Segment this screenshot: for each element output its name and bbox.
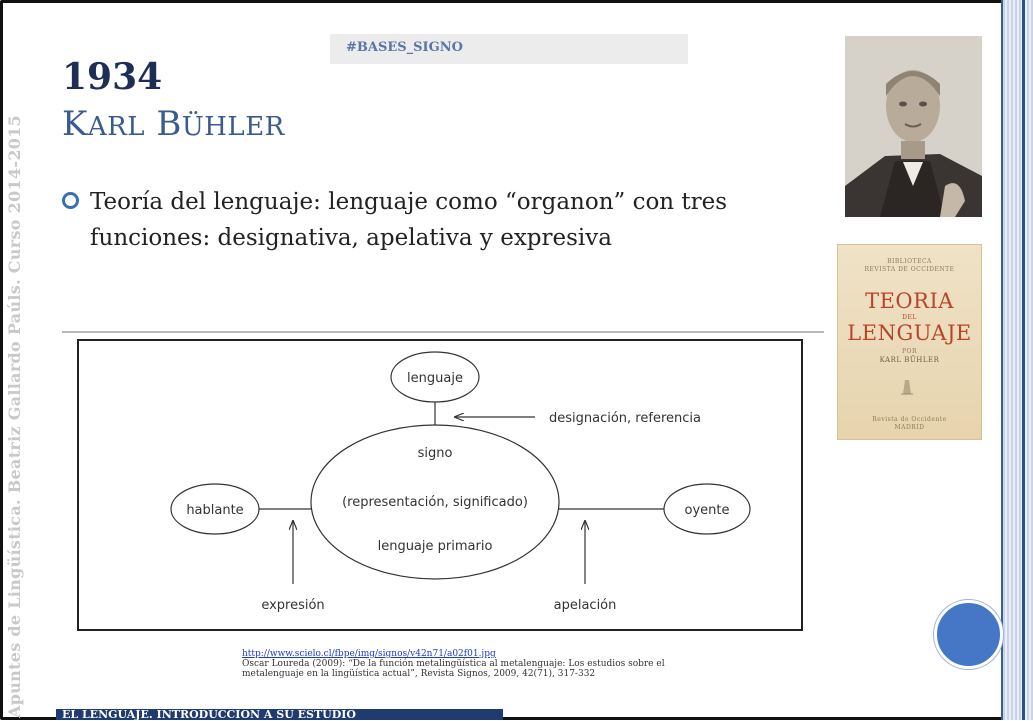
signo-node (310, 424, 560, 580)
horizontal-divider (62, 331, 824, 333)
designacion-label: designación, referencia (549, 411, 701, 426)
book-title-line-1: TEORIA (865, 289, 954, 313)
tag-band (330, 34, 688, 64)
slide-author-title: KARL BÜHLER (62, 104, 285, 144)
organon-diagram: lenguaje designación, referencia signo (… (77, 339, 803, 631)
book-emblem-icon (901, 380, 913, 395)
footer-title: EL LENGUAJE. INTRODUCCIÓN A SU ESTUDIO (62, 708, 357, 721)
right-decorative-stripe (1001, 0, 1033, 720)
book-publisher: Revista de Occidente (872, 416, 947, 423)
signo-label: signo (418, 446, 453, 461)
source-link[interactable]: http://www.scielo.cl/fbpe/img/signos/v42… (242, 649, 496, 659)
expresion-label: expresión (261, 598, 324, 613)
citation-line-1: Óscar Loureda (2009): “De la función met… (242, 659, 665, 669)
bullet-text: Teoría del lenguaje: lenguaje como “orga… (90, 189, 728, 251)
book-city: MADRID (894, 424, 925, 431)
organon-diagram-svg: lenguaje designación, referencia signo (… (170, 351, 751, 613)
book-title-del: DEL (902, 314, 917, 321)
book-series-line-1: BIBLIOTECA (887, 258, 932, 265)
footer-band (56, 709, 503, 720)
author-last-initial: B (156, 104, 182, 144)
portrait-photo (845, 36, 982, 217)
author-first-rest: ARL (87, 112, 146, 142)
decorative-circle (934, 600, 1003, 669)
oyente-label: oyente (685, 503, 730, 518)
book-por: POR (902, 348, 917, 355)
lenguaje-primario-label: lenguaje primario (378, 539, 493, 554)
citation-line-2: metalenguaje en la lingüística actual”, … (242, 669, 596, 679)
book-author: KARL BÜHLER (879, 356, 940, 364)
book-cover: BIBLIOTECA REVISTA DE OCCIDENTE TEORIA D… (837, 244, 982, 440)
source-citation: http://www.scielo.cl/fbpe/img/signos/v42… (242, 649, 665, 679)
apelacion-label: apelación (554, 598, 617, 613)
author-first-initial: K (62, 104, 88, 144)
portrait-illustration (845, 36, 982, 217)
book-series-line-2: REVISTA DE OCCIDENTE (864, 266, 955, 273)
hablante-label: hablante (186, 503, 243, 518)
slide-year: 1934 (62, 56, 163, 98)
hashtag-label: #BASES_SIGNO (346, 40, 463, 55)
vertical-side-caption: Apuntes de Lingüística. Beatriz Gallardo… (5, 114, 24, 718)
author-last-rest: ÜHLER (181, 112, 285, 142)
lenguaje-label: lenguaje (407, 371, 463, 386)
representacion-label: (representación, significado) (342, 495, 528, 510)
ring-bullet-icon (62, 192, 79, 209)
book-title-line-2: LENGUAJE (847, 321, 972, 345)
